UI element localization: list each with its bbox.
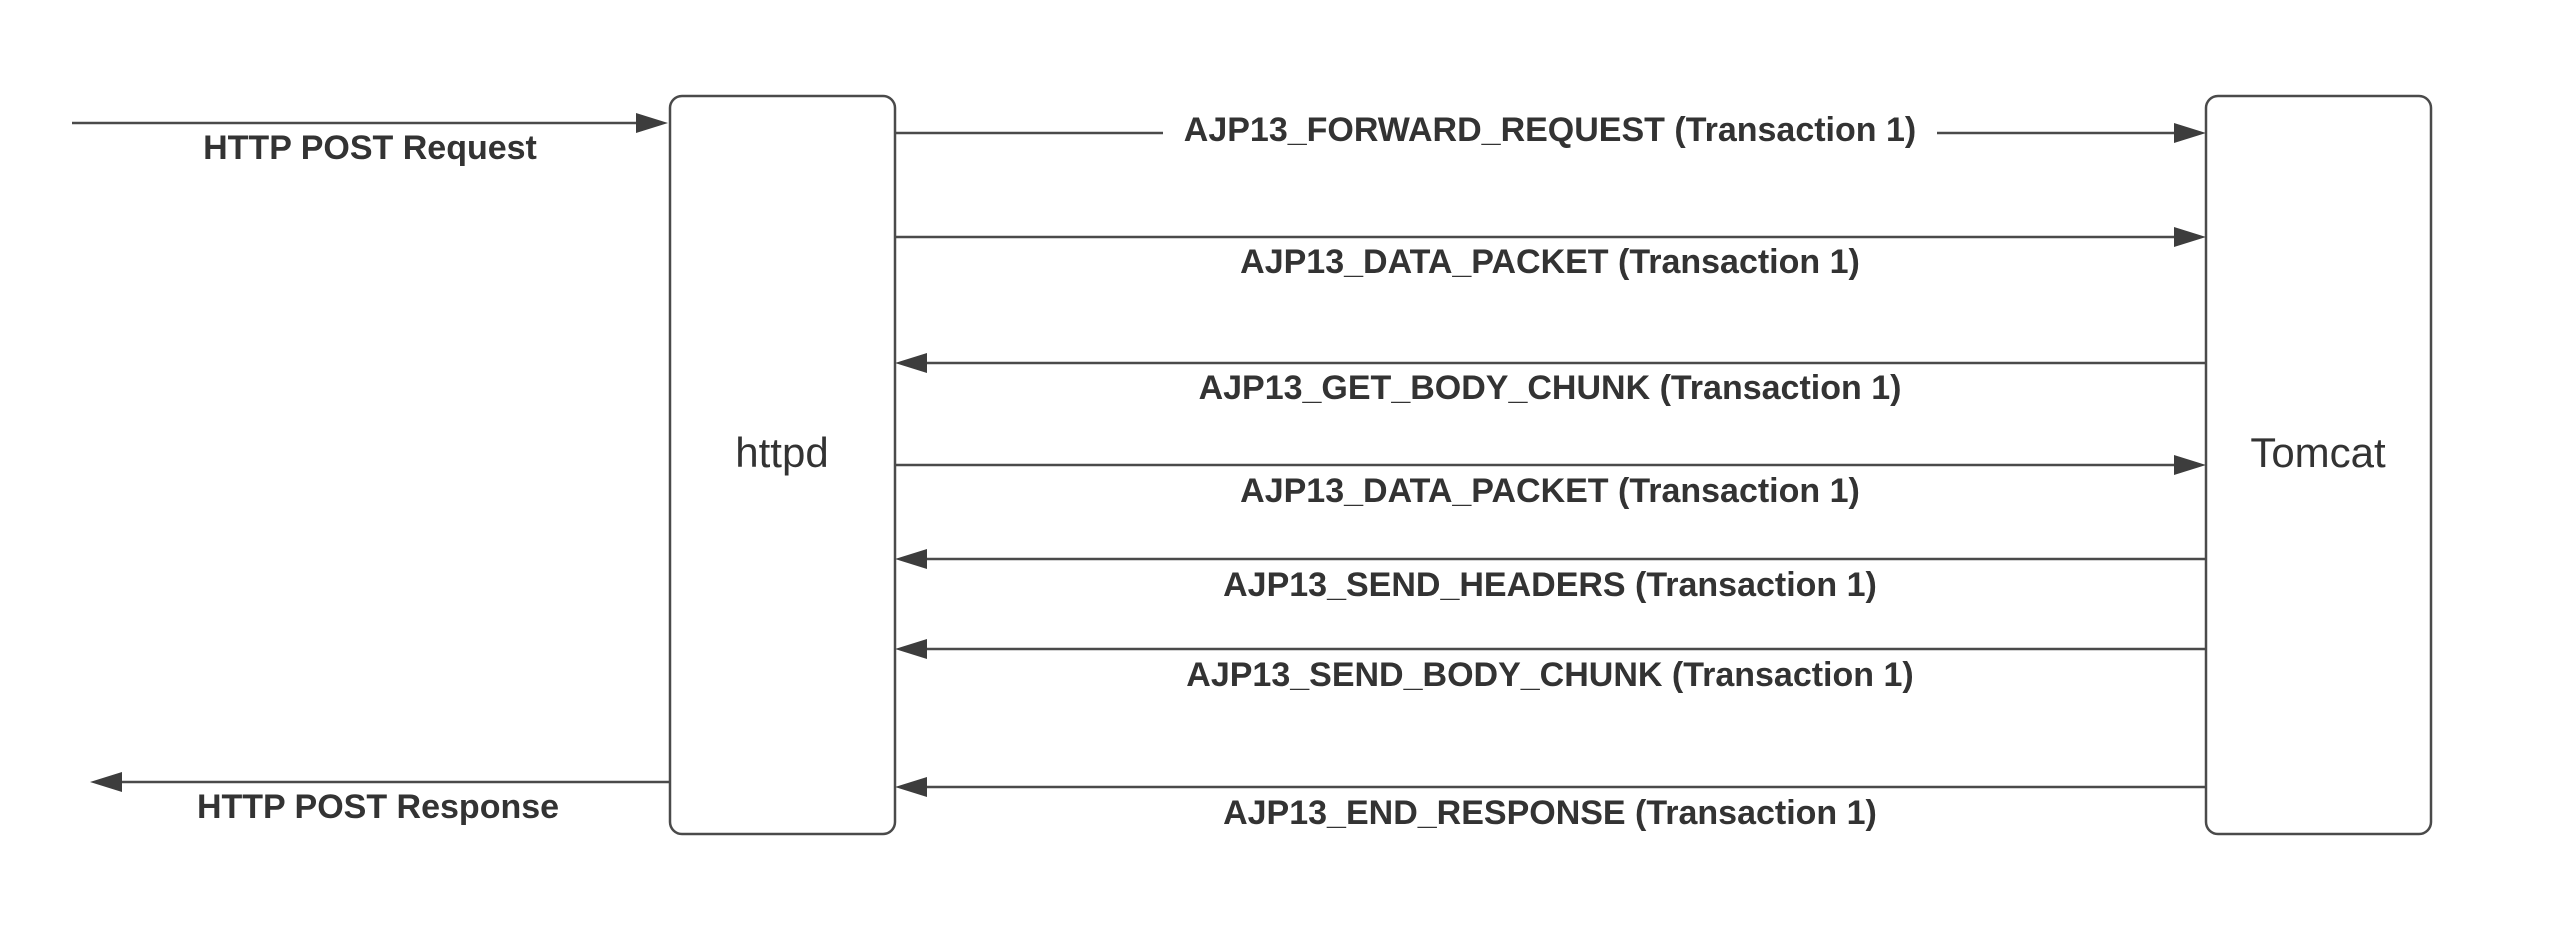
http-response-label: HTTP POST Response — [197, 788, 559, 826]
http-request-arrow — [72, 113, 668, 133]
get-body-chunk-label: AJP13_GET_BODY_CHUNK (Transaction 1) — [1199, 369, 1902, 407]
data-packet-arrow-2 — [895, 455, 2206, 475]
end-response-label: AJP13_END_RESPONSE (Transaction 1) — [1223, 794, 1877, 832]
forward-request-arrow — [895, 123, 2206, 143]
http-response-arrow — [90, 772, 670, 792]
forward-request-label: AJP13_FORWARD_REQUEST (Transaction 1) — [1184, 111, 1916, 149]
http-request-label: HTTP POST Request — [203, 129, 537, 167]
get-body-chunk-arrow — [895, 353, 2206, 373]
httpd-label: httpd — [735, 429, 828, 476]
data-packet-label-2: AJP13_DATA_PACKET (Transaction 1) — [1240, 472, 1860, 510]
send-body-chunk-arrow — [895, 639, 2206, 659]
tomcat-label: Tomcat — [2250, 429, 2386, 476]
send-headers-label: AJP13_SEND_HEADERS (Transaction 1) — [1223, 566, 1877, 604]
send-headers-arrow — [895, 549, 2206, 569]
data-packet-label-1: AJP13_DATA_PACKET (Transaction 1) — [1240, 243, 1860, 281]
data-packet-arrow-1 — [895, 227, 2206, 247]
end-response-arrow — [895, 777, 2206, 797]
send-body-chunk-label: AJP13_SEND_BODY_CHUNK (Transaction 1) — [1186, 656, 1913, 694]
